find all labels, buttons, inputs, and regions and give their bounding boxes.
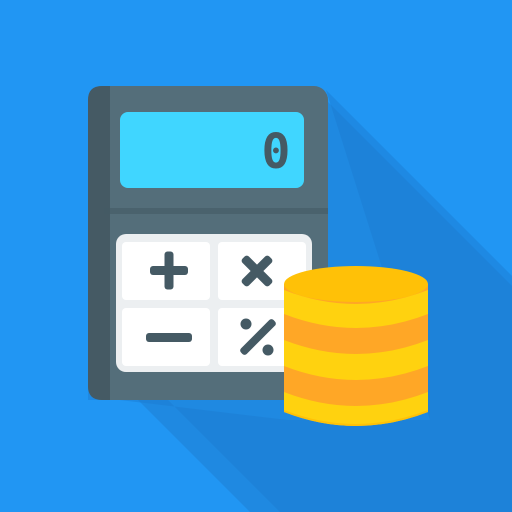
calculator-divider [104, 208, 328, 214]
percent-icon [240, 318, 276, 356]
calculator-display [120, 112, 304, 188]
plus-icon [150, 251, 188, 290]
calculator-body-edge [88, 86, 110, 400]
display-value: 0 [262, 124, 291, 180]
minus-icon [146, 333, 192, 342]
coin-top [284, 266, 428, 302]
coin-stack-icon [284, 266, 428, 426]
multiply-icon [241, 255, 273, 287]
long-shadow [88, 90, 512, 512]
coin-bottom-curve [284, 410, 428, 426]
